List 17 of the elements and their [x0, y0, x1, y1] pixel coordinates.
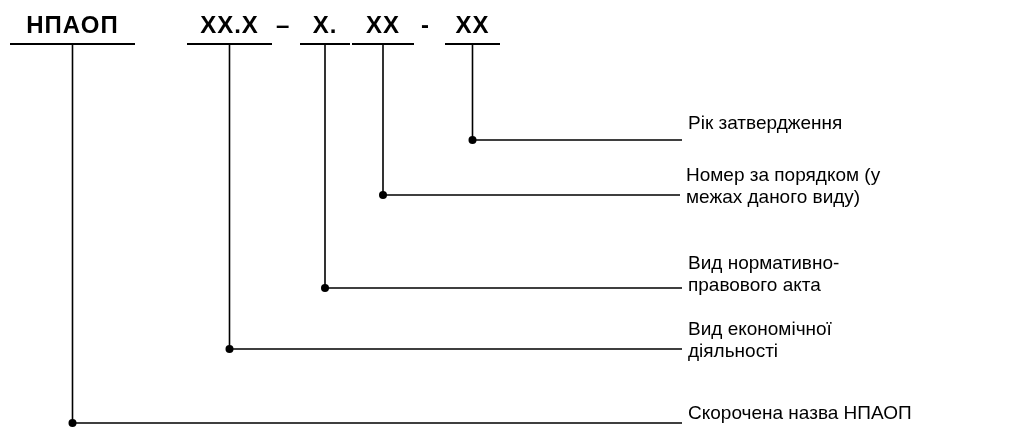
leader-line	[382, 44, 681, 196]
description-text: Рік затвердження	[688, 112, 938, 134]
code-segment: Х.	[300, 8, 350, 45]
description-text: Вид нормативно-правового акта	[688, 252, 858, 296]
separator-dash: -	[421, 10, 429, 40]
leader-line	[71, 44, 683, 424]
description-text: Номер за порядком (у межах даного виду)	[686, 164, 936, 208]
code-segment: ХХ	[445, 8, 500, 45]
code-segment: ХХ.Х	[187, 8, 272, 45]
separator-dash: –	[276, 10, 290, 40]
code-segment: НПАОП	[10, 8, 135, 45]
leader-line	[471, 44, 683, 141]
description-text: Вид економічної діяльності	[688, 318, 868, 362]
code-segment: ХХ	[352, 8, 414, 45]
description-text: Скорочена назва НПАОП	[688, 402, 1006, 424]
leader-line	[228, 44, 683, 350]
leader-line	[324, 44, 683, 289]
